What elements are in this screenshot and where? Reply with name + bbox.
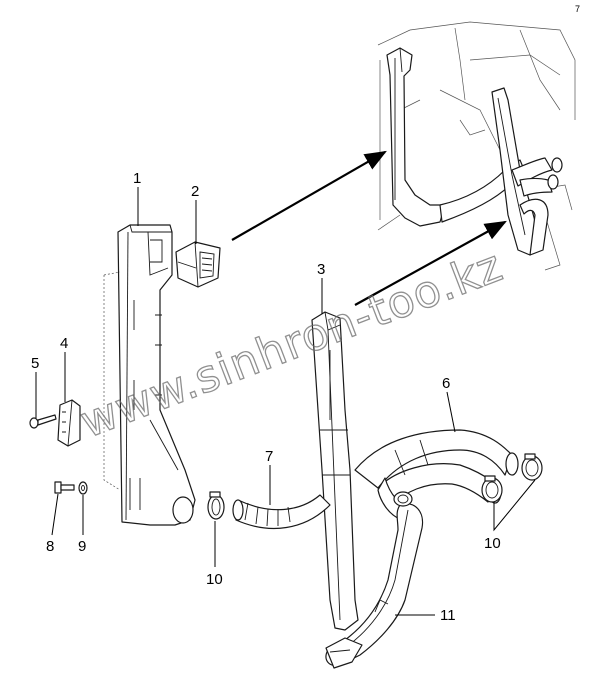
callout-8: 8 — [46, 538, 54, 555]
part-10-clamp-right — [521, 453, 543, 481]
callout-3: 3 — [317, 261, 325, 278]
part-7-hose — [232, 494, 331, 530]
callout-10-right: 10 — [484, 535, 501, 552]
callout-11: 11 — [440, 607, 456, 624]
part-10-clamp-center — [481, 475, 503, 503]
callout-5: 5 — [31, 355, 39, 372]
callout-7: 7 — [265, 448, 273, 465]
callout-4: 4 — [60, 335, 68, 352]
leader-lines — [35, 187, 536, 616]
callout-2: 2 — [191, 183, 199, 200]
cab-frame-assembly — [377, 21, 576, 271]
part-11-elbow-duct — [325, 503, 424, 669]
assembly-arrow-lower — [354, 220, 507, 306]
part-1-left-duct — [103, 224, 196, 526]
part-10-clamp-lower — [393, 491, 413, 507]
part-9-washer — [78, 481, 88, 495]
part-4-bracket — [57, 399, 81, 447]
callout-labels: 1 2 3 4 5 6 7 8 9 10 10 10 11 — [31, 170, 501, 624]
part-2-vent-grille — [175, 241, 221, 288]
part-10-clamp-left — [207, 491, 225, 520]
part-5-screw — [29, 414, 57, 429]
callout-6: 6 — [442, 375, 450, 392]
callout-9: 9 — [78, 538, 86, 555]
corner-mark: 7 — [575, 4, 580, 14]
callout-1: 1 — [133, 170, 141, 187]
part-8-bolt — [54, 481, 75, 494]
callout-10-left: 10 — [206, 571, 223, 588]
part-3-rear-duct — [311, 311, 359, 631]
assembly-arrow-upper — [231, 150, 387, 241]
